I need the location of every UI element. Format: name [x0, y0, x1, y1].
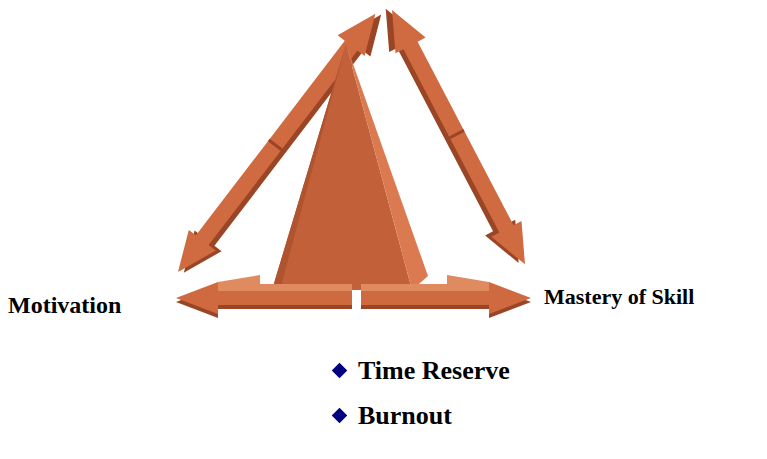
bullet-diamond	[332, 363, 348, 379]
bullet-diamond	[332, 408, 348, 424]
corner-label: Mastery of Skill	[544, 285, 694, 309]
bullet-text: Burnout	[358, 402, 452, 431]
corner-label: Motivation	[8, 292, 121, 318]
pyramid	[272, 44, 428, 290]
bullet-text: Time Reserve	[358, 357, 510, 386]
base-arrow	[176, 275, 531, 318]
